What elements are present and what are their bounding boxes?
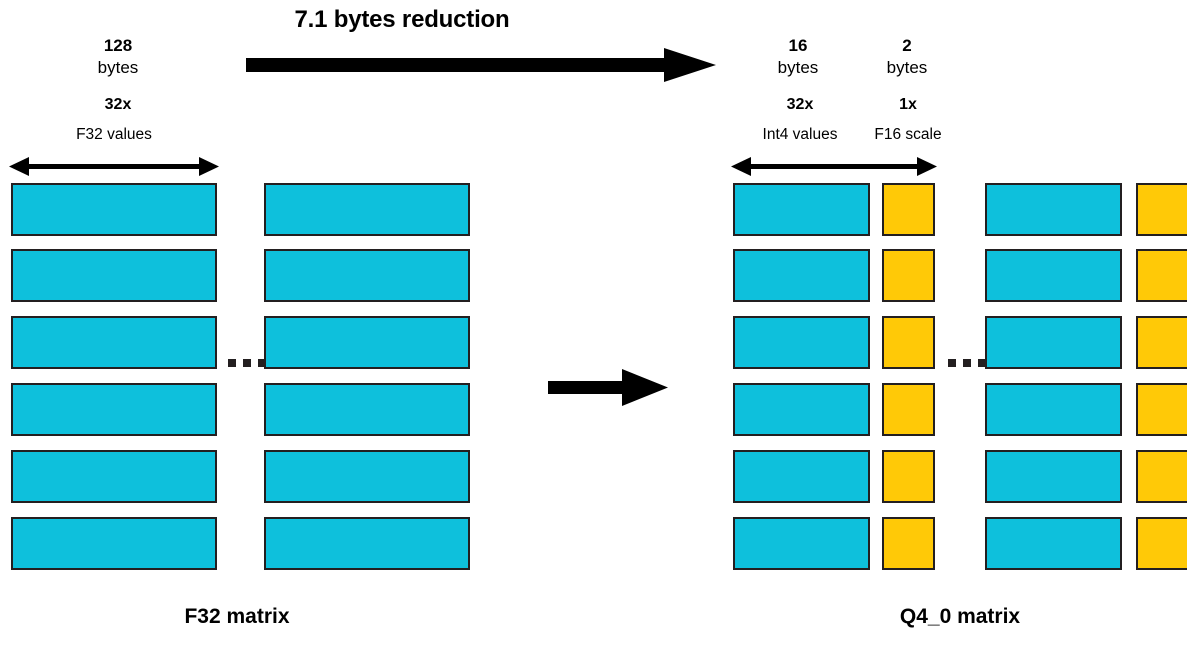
right-matrix-ellipsis — [948, 359, 986, 367]
f32-block — [264, 383, 470, 436]
q4-values-block — [985, 383, 1122, 436]
q4-scale-block — [882, 249, 935, 302]
conversion-arrow-icon — [548, 369, 668, 406]
q4-values-block — [733, 316, 870, 369]
f32-block — [11, 383, 217, 436]
q4-scale-block — [1136, 183, 1187, 236]
q4-scale-block — [882, 183, 935, 236]
right-block-width-dimension-arrow-icon — [731, 157, 937, 176]
right-scale-desc: F16 scale — [874, 126, 942, 143]
q4-scale-block — [882, 383, 935, 436]
q4-scale-block — [1136, 249, 1187, 302]
reduction-arrow-icon — [246, 48, 716, 82]
f32-block — [11, 316, 217, 369]
q4-scale-block — [882, 450, 935, 503]
q4-scale-block — [1136, 383, 1187, 436]
q4-scale-block — [882, 517, 935, 570]
q4-values-block — [733, 450, 870, 503]
f32-block — [264, 249, 470, 302]
f32-block — [264, 316, 470, 369]
q4-values-block — [985, 450, 1122, 503]
q4-values-block — [985, 316, 1122, 369]
f32-block — [264, 517, 470, 570]
right-scale-bytes-unit: bytes — [886, 58, 928, 77]
right-values-bytes-unit: bytes — [777, 58, 819, 77]
left-block-width-dimension-arrow-icon — [9, 157, 219, 176]
f32-block — [11, 183, 217, 236]
q4-values-block — [733, 517, 870, 570]
left-block-bytes-unit: bytes — [97, 58, 139, 77]
q4-scale-block — [1136, 450, 1187, 503]
right-scale-count: 1x — [899, 96, 917, 113]
q4-values-block — [733, 383, 870, 436]
q4-values-block — [985, 183, 1122, 236]
f32-block — [11, 249, 217, 302]
q4-values-block — [985, 517, 1122, 570]
left-matrix-ellipsis — [228, 359, 266, 367]
left-values-count: 32x — [104, 96, 132, 113]
f32-block — [264, 450, 470, 503]
q4-scale-block — [882, 316, 935, 369]
left-matrix-caption: F32 matrix — [184, 605, 290, 628]
right-values-count: 32x — [786, 96, 814, 113]
left-values-desc: F32 values — [76, 126, 152, 143]
right-scale-bytes-value: 2 — [902, 36, 912, 55]
f32-block — [11, 450, 217, 503]
q4-scale-block — [1136, 517, 1187, 570]
right-values-bytes-value: 16 — [788, 36, 808, 55]
f32-block — [264, 183, 470, 236]
q4-scale-block — [1136, 316, 1187, 369]
left-block-bytes-value: 128 — [103, 36, 133, 55]
right-values-desc: Int4 values — [762, 126, 838, 143]
q4-values-block — [733, 249, 870, 302]
right-matrix-caption: Q4_0 matrix — [899, 605, 1021, 628]
f32-block — [11, 517, 217, 570]
q4-values-block — [733, 183, 870, 236]
headline-title: 7.1 bytes reduction — [294, 6, 510, 33]
q4-values-block — [985, 249, 1122, 302]
